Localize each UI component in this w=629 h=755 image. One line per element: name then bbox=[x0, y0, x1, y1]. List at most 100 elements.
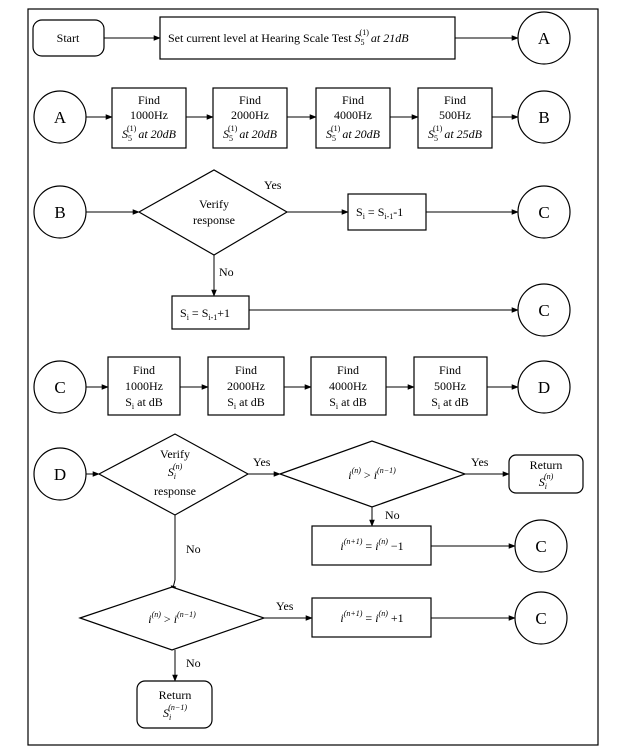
connector-c-plus bbox=[514, 591, 568, 645]
find-box-4000hz-c-symbol: S bbox=[329, 395, 336, 409]
set-level-sup: (1) bbox=[360, 28, 370, 37]
connector-c-minus bbox=[514, 519, 568, 573]
decrement-lhs: S bbox=[356, 205, 363, 219]
find-box-1000hz-c-line2: 1000Hz bbox=[125, 379, 163, 393]
find-box-1000hz-a-rect bbox=[111, 87, 187, 149]
find-box-4000hz-a-line1: Find bbox=[342, 93, 364, 107]
find-box-500hz-c-rect bbox=[413, 356, 488, 416]
verify-si-decision bbox=[97, 433, 250, 516]
start-node bbox=[32, 19, 105, 57]
update-minus-text: i(n+1) = i(n) −1 bbox=[340, 537, 403, 553]
compare-1-b: i bbox=[374, 468, 377, 482]
verify-response-decision bbox=[137, 169, 289, 256]
find-box-1000hz-a-symbol: S bbox=[122, 127, 128, 141]
find-box-1000hz-a-sup: (1) bbox=[127, 124, 137, 133]
find-box-500hz-c: Find 500Hz Si at dB bbox=[413, 356, 488, 416]
update-minus-a: i bbox=[340, 539, 343, 553]
find-box-1000hz-c-sub: i bbox=[132, 402, 135, 411]
increment-level-box bbox=[171, 295, 250, 330]
find-box-500hz-a-symbol: S bbox=[428, 127, 434, 141]
find-box-500hz-a-sub: 5 bbox=[434, 134, 438, 143]
increment-level-text: Si = Si-1+1 bbox=[180, 306, 230, 322]
connector-c-yes bbox=[517, 185, 571, 239]
find-box-1000hz-a-line3: S5(1)at 20dB bbox=[122, 124, 177, 143]
return-si-n-sub: i bbox=[545, 482, 547, 491]
return-si-n-minus-1-sub: i bbox=[169, 713, 171, 722]
update-plus-op: = bbox=[362, 611, 375, 625]
return-si-n-minus-1-math: Si(n−1) bbox=[163, 703, 187, 722]
find-box-1000hz-a-sub: 5 bbox=[128, 134, 132, 143]
find-box-2000hz-a-line1: Find bbox=[239, 93, 261, 107]
find-box-1000hz-c-rect bbox=[107, 356, 181, 416]
decrement-level-box bbox=[347, 193, 427, 231]
set-level-label: Set current level at Hearing Scale Test bbox=[168, 31, 355, 45]
update-minus-b: i bbox=[375, 539, 378, 553]
find-box-1000hz-a-tail: at 20dB bbox=[138, 127, 176, 141]
compare-2-op: > bbox=[161, 612, 174, 626]
find-box-4000hz-c: Find 4000Hz Si at dB bbox=[310, 356, 387, 416]
verify-response-line1: Verify bbox=[199, 197, 229, 211]
find-box-2000hz-a-line3: S5(1)at 20dB bbox=[223, 124, 278, 143]
decrement-lhs-sub: i bbox=[363, 212, 366, 221]
find-box-2000hz-a: Find 2000Hz S5(1)at 20dB bbox=[212, 87, 288, 149]
find-box-2000hz-c-rect bbox=[207, 356, 285, 416]
find-box-2000hz-a-rect bbox=[212, 87, 288, 149]
find-box-4000hz-c-sub: i bbox=[336, 402, 339, 411]
connector-c-no bbox=[517, 283, 571, 337]
find-box-1000hz-c: Find 1000Hz Si at dB bbox=[107, 356, 181, 416]
find-box-2000hz-c-line2: 2000Hz bbox=[227, 379, 265, 393]
increment-tail: +1 bbox=[217, 306, 230, 320]
compare-1-a: i bbox=[348, 468, 351, 482]
find-box-500hz-c-line1: Find bbox=[439, 363, 461, 377]
compare-decision-1 bbox=[278, 440, 467, 508]
update-plus-a: i bbox=[340, 611, 343, 625]
update-plus-tail: +1 bbox=[388, 611, 404, 625]
decrement-mid: = S bbox=[365, 205, 384, 219]
find-box-500hz-a-tail: at 25dB bbox=[444, 127, 482, 141]
update-minus-asup: (n+1) bbox=[344, 537, 363, 546]
find-box-2000hz-c-line3: Si at dB bbox=[227, 395, 265, 411]
verify-response-yes-label: Yes bbox=[264, 178, 282, 192]
return-si-n-minus-1-sup: (n−1) bbox=[168, 703, 187, 712]
find-box-2000hz-a-tail: at 20dB bbox=[239, 127, 277, 141]
find-box-2000hz-a-symbol: S bbox=[223, 127, 229, 141]
find-box-500hz-a-line2: 500Hz bbox=[439, 108, 471, 122]
edges bbox=[86, 35, 519, 682]
find-box-2000hz-a-sup: (1) bbox=[228, 124, 238, 133]
update-plus-asup: (n+1) bbox=[344, 609, 363, 618]
find-box-2000hz-c-tail: at dB bbox=[236, 395, 265, 409]
compare-1-text: i(n) > i(n−1) bbox=[348, 466, 396, 482]
connector-a-out-label: A bbox=[538, 29, 551, 48]
find-box-4000hz-a-sub: 5 bbox=[332, 134, 336, 143]
find-box-500hz-c-line2: 500Hz bbox=[434, 379, 466, 393]
find-box-500hz-c-line3: Si at dB bbox=[431, 395, 469, 411]
compare-2-asup: (n) bbox=[152, 610, 162, 619]
find-box-4000hz-c-line3: Si at dB bbox=[329, 395, 367, 411]
return-si-n-label: Return bbox=[530, 458, 563, 472]
find-box-4000hz-c-rect bbox=[310, 356, 387, 416]
compare-1-no-label: No bbox=[385, 508, 400, 522]
verify-si-line2: Si(n) bbox=[168, 462, 183, 481]
find-box-2000hz-a-sub: 5 bbox=[229, 134, 233, 143]
find-box-4000hz-a-symbol: S bbox=[326, 127, 332, 141]
connector-c-in bbox=[33, 360, 87, 414]
compare-1-bsup: (n−1) bbox=[377, 466, 396, 475]
return-si-n-minus-1-label: Return bbox=[159, 688, 192, 702]
find-box-2000hz-c-line1: Find bbox=[235, 363, 257, 377]
find-box-500hz-a-line1: Find bbox=[444, 93, 466, 107]
find-box-2000hz-a-line2: 2000Hz bbox=[231, 108, 269, 122]
find-box-2000hz-c-symbol: S bbox=[227, 395, 234, 409]
verify-si-symbol: S bbox=[168, 465, 174, 479]
find-box-2000hz-c-sub: i bbox=[234, 402, 237, 411]
return-si-n-math: Si(n) bbox=[539, 472, 554, 491]
connector-a-in-label: A bbox=[54, 108, 67, 127]
verify-si-line1: Verify bbox=[160, 447, 190, 461]
find-box-500hz-a: Find 500Hz S5(1)at 25dB bbox=[417, 87, 493, 149]
compare-1-yes-label: Yes bbox=[471, 455, 489, 469]
connector-c-yes-label: C bbox=[538, 203, 549, 222]
compare-2-b: i bbox=[174, 612, 177, 626]
compare-2-no-label: No bbox=[186, 656, 201, 670]
find-box-2000hz-c: Find 2000Hz Si at dB bbox=[207, 356, 285, 416]
return-si-n-minus-1-box bbox=[136, 680, 213, 729]
